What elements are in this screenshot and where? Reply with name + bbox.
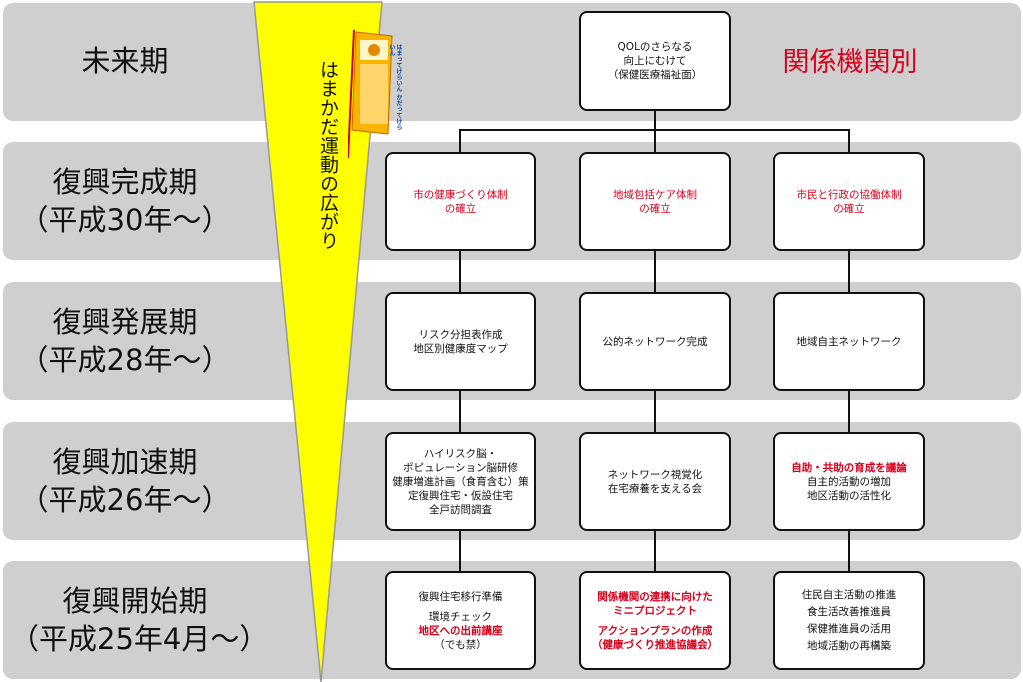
box-line: 住民自主活動の推進 <box>801 589 897 601</box>
phase-label-completion: 復興完成期 （平成30年～） <box>0 163 250 239</box>
box-high-risk-training: ハイリスク脳・ ポピュレーション脳研修 健康増進計画（食育含む）策 定復興住宅・… <box>385 432 536 531</box>
phase-label-development: 復興発展期 （平成28年～） <box>0 303 250 379</box>
phase-label-future: 未来期 <box>0 42 250 80</box>
box-line: ネットワーク視覚化 <box>607 468 703 481</box>
box-line: 地区活動の活性化 <box>807 489 891 502</box>
box-line: 公的ネットワーク完成 <box>602 335 708 348</box>
connector <box>459 250 461 294</box>
phase-name: 復興開始期 <box>62 584 208 618</box>
connector <box>459 129 461 153</box>
box-future-qol: QOLのさらなる 向上にむけて （保健医療福祉面） <box>579 11 731 111</box>
box-line: の確立 <box>444 202 477 215</box>
box-community-care-system: 地域包括ケア体制 の確立 <box>579 152 731 251</box>
box-line: 保健推進員の活用 <box>807 623 891 635</box>
connector <box>654 129 656 153</box>
box-line: 復興住宅移行準備 <box>418 590 503 603</box>
box-line: （でも禁） <box>434 638 487 651</box>
phase-name: 復興発展期 <box>52 305 198 339</box>
box-mini-project: 関係機関の連携に向けた ミニプロジェクト アクションプランの作成 （健康づくり推… <box>579 571 731 670</box>
box-risk-sharing: リスク分担表作成 地区別健康度マップ <box>385 292 536 391</box>
connector <box>848 129 850 153</box>
phase-name: 未来期 <box>81 44 169 78</box>
box-line: リスク分担表作成 <box>418 328 503 341</box>
box-city-health-system: 市の健康づくり体制 の確立 <box>385 152 536 251</box>
connector <box>654 530 656 574</box>
box-line: 地域活動の再構築 <box>807 640 891 652</box>
connector <box>654 250 656 294</box>
header-title: 関係機関別 <box>782 47 918 78</box>
banner-flag-icon <box>348 30 393 159</box>
connector <box>654 390 656 434</box>
phase-period: （平成30年～） <box>19 203 231 237</box>
box-public-network: 公的ネットワーク完成 <box>579 292 731 391</box>
connector <box>848 250 850 294</box>
banner-text: はまってけらいん かだってけらいん <box>388 44 402 131</box>
connector <box>848 390 850 434</box>
box-line: 地域自主ネットワーク <box>796 335 902 348</box>
box-line: QOLのさらなる <box>617 41 693 53</box>
phase-label-acceleration: 復興加速期 （平成26年～） <box>0 443 250 519</box>
box-line: 健康増進計画（食育含む）策 <box>392 475 529 488</box>
box-line: 定復興住宅・仮設住宅 <box>408 489 513 502</box>
box-network-visualization: ネットワーク視覚化 在宅療養を支える会 <box>579 432 731 531</box>
box-line: （保健医療福祉面） <box>607 69 703 81</box>
phase-name: 復興完成期 <box>52 165 198 199</box>
box-line: ミニプロジェクト <box>613 604 697 617</box>
box-line: 在宅療養を支える会 <box>607 482 703 495</box>
box-line: （健康づくり推進協議会） <box>592 638 718 651</box>
connector <box>459 530 461 574</box>
box-line: 自主的活動の増加 <box>807 475 891 488</box>
connector <box>654 110 656 130</box>
box-line: 環境チェック <box>429 610 492 623</box>
box-line: 市民と行政の協働体制 <box>796 188 902 201</box>
wedge-label: はまかだ運動の広がり <box>317 60 339 250</box>
phase-period: （平成25年4月～） <box>10 622 269 656</box>
phase-period: （平成26年～） <box>19 483 231 517</box>
box-community-network: 地域自主ネットワーク <box>773 292 925 391</box>
box-line: 地区別健康度マップ <box>413 342 508 355</box>
box-resident-activities: 住民自主活動の推進 食生活改善推進員 保健推進員の活用 地域活動の再構築 <box>773 571 925 670</box>
box-citizen-government-collab: 市民と行政の協働体制 の確立 <box>773 152 925 251</box>
box-housing-transition: 復興住宅移行準備 環境チェック 地区への出前講座 （でも禁） <box>385 571 536 670</box>
wedge-shape <box>253 1 383 682</box>
box-line-highlight: 自助・共助の育成を議論 <box>791 461 907 474</box>
connector <box>459 390 461 434</box>
phase-label-start: 復興開始期 （平成25年4月～） <box>10 582 269 658</box>
box-self-help: 自助・共助の育成を議論 自主的活動の増加 地区活動の活性化 <box>773 432 925 531</box>
box-line: 向上にむけて <box>623 55 687 67</box>
box-line: 地域包括ケア体制 <box>613 188 697 201</box>
phase-period: （平成28年～） <box>19 343 231 377</box>
box-line: 食生活改善推進員 <box>807 606 891 618</box>
box-line: ポピュレーション脳研修 <box>402 461 519 474</box>
phase-name: 復興加速期 <box>52 445 198 479</box>
band-future <box>3 3 1021 121</box>
box-line: の確立 <box>639 202 671 215</box>
box-line: 関係機関の連携に向けた <box>597 590 713 603</box>
connector <box>848 530 850 574</box>
box-line: の確立 <box>833 202 865 215</box>
box-line: アクションプランの作成 <box>597 624 713 637</box>
box-line-highlight: 地区への出前講座 <box>418 624 503 637</box>
box-line: 市の健康づくり体制 <box>413 188 508 201</box>
box-line: 全戸訪問調査 <box>429 503 492 516</box>
box-line: ハイリスク脳・ <box>423 447 498 460</box>
